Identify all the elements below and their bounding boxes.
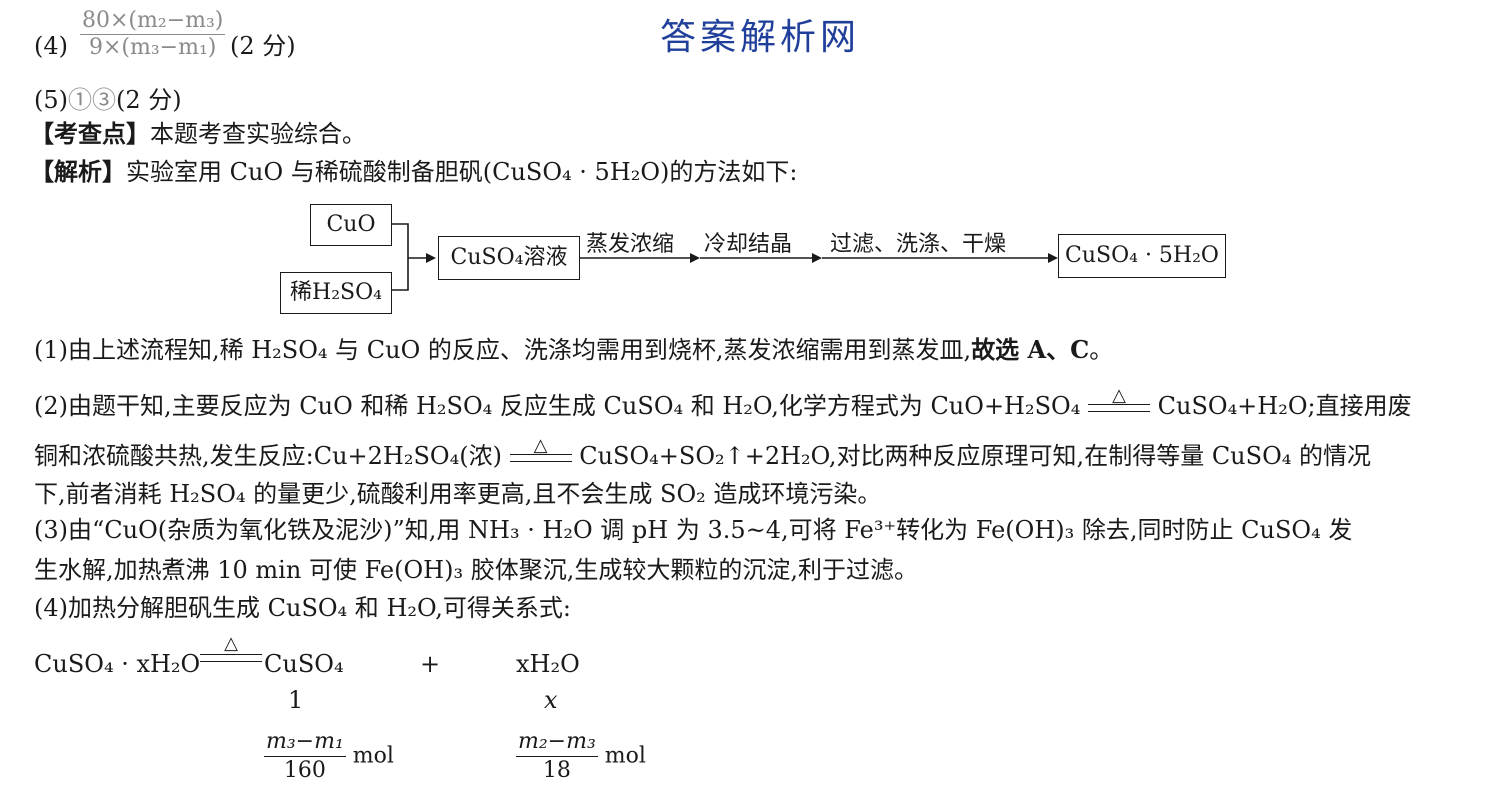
delta-icon-2: △ xyxy=(533,434,548,456)
eq-coef-2: x xyxy=(544,686,558,714)
jiexi-tag: 【解析】 xyxy=(30,157,126,186)
analysis-p3-line1: (3)由“CuO(杂质为氧化铁及泥沙)”知,用 NH₃ · H₂O 调 pH 为… xyxy=(34,516,1353,544)
kaochadian-tag: 【考查点】 xyxy=(30,119,150,148)
eq-heat-sign: △ xyxy=(200,633,262,662)
eq-double-bar xyxy=(200,654,262,662)
analysis-p1-end: 。 xyxy=(1089,336,1114,364)
eq-delta-icon: △ xyxy=(224,633,238,654)
flow-box-solution: CuSO₄溶液 xyxy=(438,236,580,280)
kaochadian-text: 本题考查实验综合。 xyxy=(150,120,366,148)
answer-4-score: (2 分) xyxy=(230,32,296,60)
flow-box-cuo: CuO xyxy=(310,204,392,246)
analysis-p2-text-b: CuSO₄+H₂O;直接用废 xyxy=(1157,392,1412,420)
eq-frac-2: m₂−m₃ 18 mol xyxy=(516,728,646,785)
eq-plus: + xyxy=(420,650,441,678)
flow-step-evaporate: 蒸发浓缩 xyxy=(586,232,675,257)
eq-frac-2-num: m₂−m₃ xyxy=(518,729,596,754)
eq-product-2: xH₂O xyxy=(516,650,580,678)
jiexi-line: 【解析】实验室用 CuO 与稀硫酸制备胆矾(CuSO₄ · 5H₂O)的方法如下… xyxy=(30,157,798,187)
analysis-p1-text: (1)由上述流程知,稀 H₂SO₄ 与 CuO 的反应、洗涤均需用到烧杯,蒸发浓… xyxy=(34,336,972,364)
eq-frac-1-den: 160 xyxy=(264,756,346,785)
eq-frac-1-unit: mol xyxy=(352,743,394,769)
flow-step-crystallize: 冷却结晶 xyxy=(704,232,793,257)
double-bar-2 xyxy=(509,453,572,462)
analysis-p2-line3: 下,前者消耗 H₂SO₄ 的量更少,硫酸利用率更高,且不会生成 SO₂ 造成环境… xyxy=(34,480,882,508)
eq-frac-1: m₃−m₁ 160 mol xyxy=(264,728,394,785)
analysis-p1: (1)由上述流程知,稀 H₂SO₄ 与 CuO 的反应、洗涤均需用到烧杯,蒸发浓… xyxy=(34,335,1114,365)
answer-5: (5)①③(2 分) xyxy=(34,86,182,114)
analysis-p2-line1: (2)由题干知,主要反应为 CuO 和稀 H₂SO₄ 反应生成 CuSO₄ 和 … xyxy=(34,386,1412,420)
answer-5-score: (2 分) xyxy=(116,86,182,114)
eq-frac-2-den: 18 xyxy=(516,756,598,785)
jiexi-text: 实验室用 CuO 与稀硫酸制备胆矾(CuSO₄ · 5H₂O)的方法如下: xyxy=(126,158,798,186)
flow-arrows xyxy=(390,223,1058,291)
answer-4-fraction: 80×(m₂−m₃) 9×(m₃−m₁) xyxy=(80,8,226,61)
analysis-p2-text-c: 铜和浓硫酸共热,发生反应:Cu+2H₂SO₄(浓) xyxy=(34,442,502,470)
eq-coef-1: 1 xyxy=(288,686,304,714)
flow-box-product: CuSO₄ · 5H₂O xyxy=(1058,234,1226,278)
eq-lhs: CuSO₄ · xH₂O xyxy=(34,650,201,678)
analysis-p2-text-d: CuSO₄+SO₂↑+2H₂O,对比两种反应原理可知,在制得等量 CuSO₄ 的… xyxy=(579,442,1372,470)
eq-frac-1-num: m₃−m₁ xyxy=(266,729,344,754)
eq-frac-2-unit: mol xyxy=(604,743,646,769)
answer-5-label: (5) xyxy=(34,86,68,114)
heat-equals-sign: △ xyxy=(1087,384,1150,412)
delta-icon: △ xyxy=(1112,384,1126,406)
answer-4-numerator: 80×(m₂−m₃) xyxy=(82,8,224,33)
flow-box-acid: 稀H₂SO₄ xyxy=(280,272,392,314)
analysis-p1-answer: 故选 A、C xyxy=(971,335,1090,364)
analysis-p2-text-a: (2)由题干知,主要反应为 CuO 和稀 H₂SO₄ 反应生成 CuSO₄ 和 … xyxy=(34,392,1081,420)
analysis-p3-line2: 生水解,加热煮沸 10 min 可使 Fe(OH)₃ 胶体聚沉,生成较大颗粒的沉… xyxy=(34,556,918,584)
analysis-p4: (4)加热分解胆矾生成 CuSO₄ 和 H₂O,可得关系式: xyxy=(34,594,571,622)
kaochadian-line: 【考查点】本题考查实验综合。 xyxy=(30,119,366,149)
eq-product-1: CuSO₄ xyxy=(264,650,344,678)
double-bar xyxy=(1087,403,1150,412)
answer-4-denominator: 9×(m₃−m₁) xyxy=(80,34,226,61)
watermark: 答案解析网 xyxy=(660,17,861,58)
answer-5-value: ①③ xyxy=(68,86,116,114)
answer-4-label: (4) xyxy=(34,32,68,60)
analysis-p2-line2: 铜和浓硫酸共热,发生反应:Cu+2H₂SO₄(浓) △ CuSO₄+SO₂↑+2… xyxy=(34,436,1372,470)
heat-equals-sign-2: △ xyxy=(509,434,572,462)
flow-step-filter: 过滤、洗涤、干燥 xyxy=(830,232,1007,257)
